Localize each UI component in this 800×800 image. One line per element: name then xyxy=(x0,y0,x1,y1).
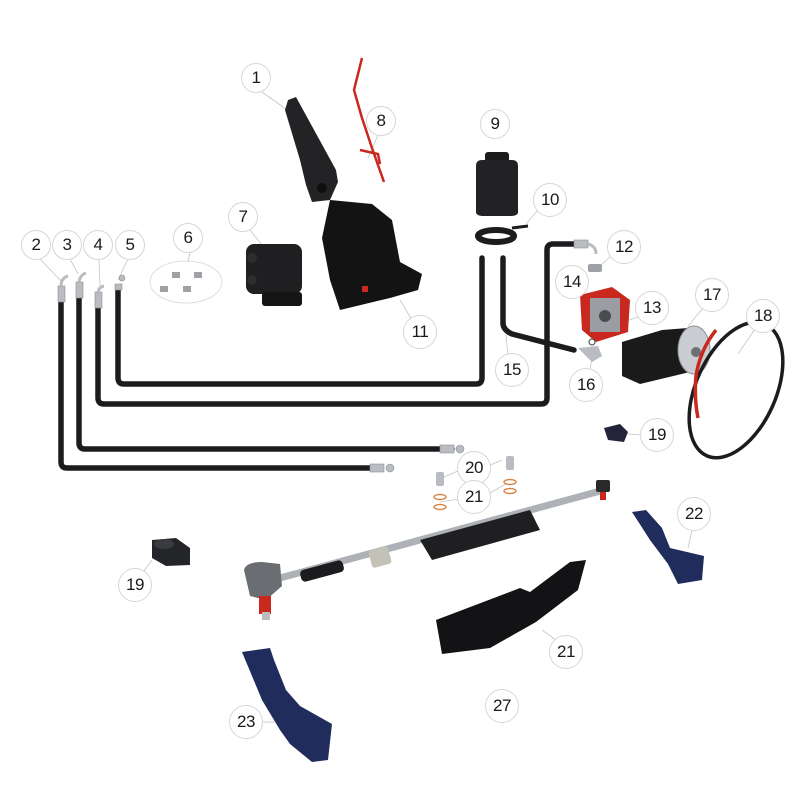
callout-16: 16 xyxy=(569,368,603,402)
callout-1: 1 xyxy=(241,63,271,93)
callout-12: 12 xyxy=(607,230,641,264)
hose-4 xyxy=(95,241,581,407)
callout-15: 15 xyxy=(495,353,529,387)
steering-cylinder xyxy=(244,480,610,620)
callout-23: 23 xyxy=(229,705,263,739)
steering-arm-left xyxy=(242,648,332,762)
callout-8: 8 xyxy=(366,106,396,136)
callout-19-left: 19 xyxy=(118,568,152,602)
banjo-bolts xyxy=(436,456,514,486)
callout-4: 4 xyxy=(83,230,113,260)
bushing xyxy=(152,538,190,566)
oil-reservoir xyxy=(476,152,518,216)
copper-washers xyxy=(433,478,517,511)
callout-17: 17 xyxy=(695,278,729,312)
callout-18: 18 xyxy=(746,299,780,333)
steering-arm-right xyxy=(632,510,704,584)
callout-22: 22 xyxy=(677,497,711,531)
fittings-set xyxy=(149,260,223,304)
callout-21-washers: 21 xyxy=(457,480,491,514)
banjo-bolt xyxy=(588,264,602,272)
leader-lines xyxy=(39,91,756,723)
bracket-logo xyxy=(362,286,368,292)
callout-3: 3 xyxy=(52,230,82,260)
callout-5: 5 xyxy=(115,230,145,260)
callout-9: 9 xyxy=(480,109,510,139)
callout-27: 27 xyxy=(485,689,519,723)
pump-bracket-pulley xyxy=(622,325,711,384)
callout-2: 2 xyxy=(21,230,51,260)
bushing-small xyxy=(604,424,628,442)
hose-3 xyxy=(76,293,455,452)
callout-7: 7 xyxy=(228,202,258,232)
hose-2 xyxy=(58,297,384,471)
hose-5 xyxy=(115,255,485,387)
callout-10: 10 xyxy=(533,183,567,217)
red-control-lever xyxy=(352,57,386,183)
sealing-washer xyxy=(588,338,596,346)
callout-21-plate: 21 xyxy=(549,635,583,669)
callout-20: 20 xyxy=(457,451,491,485)
steering-orbitrol-valve xyxy=(246,244,302,306)
callout-14: 14 xyxy=(555,265,589,299)
cylinder-mounting-plate xyxy=(436,560,586,654)
hydraulic-pump xyxy=(580,287,630,342)
suction-elbow xyxy=(578,346,602,362)
reservoir-clamp xyxy=(475,224,529,245)
valve-mounting-bracket xyxy=(322,200,422,310)
hose-15 xyxy=(500,255,577,353)
callout-19-right: 19 xyxy=(640,418,674,452)
steering-column-tube xyxy=(285,97,338,202)
hose-fittings xyxy=(57,239,598,473)
callout-13: 13 xyxy=(635,291,669,325)
hose-set xyxy=(58,241,581,471)
callout-6: 6 xyxy=(173,223,203,253)
callout-11: 11 xyxy=(403,315,437,349)
